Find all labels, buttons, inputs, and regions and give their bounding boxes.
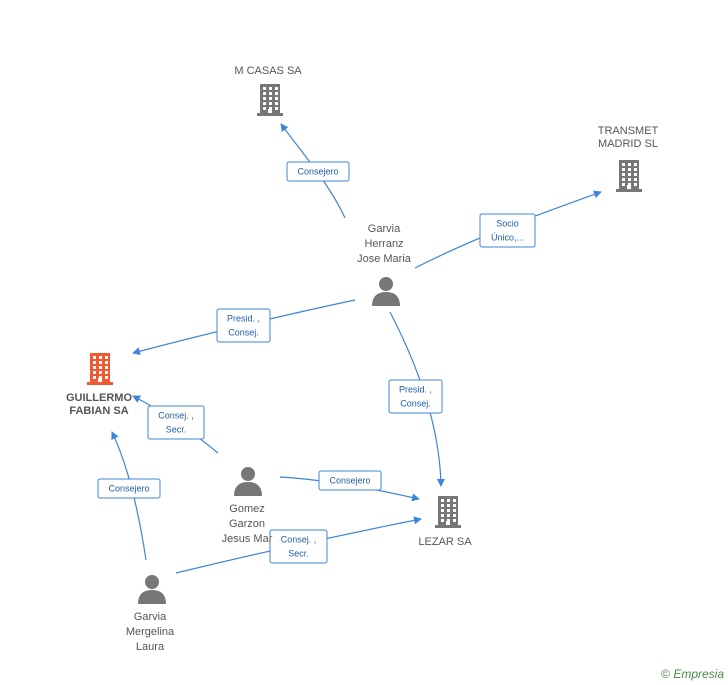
node-label: Herranz	[364, 238, 403, 250]
edge-garviaherranz-to-transmet[interactable]: SocioÚnico,...	[414, 190, 602, 269]
copyright-symbol: ©	[661, 667, 670, 681]
node-label: Garvia	[134, 611, 167, 623]
edge-label-text: Socio	[496, 219, 519, 229]
edge-label-box[interactable]	[269, 529, 328, 564]
person-icon	[372, 277, 400, 306]
edge-label-box[interactable]	[216, 308, 271, 343]
edge-label-text: Consejero	[297, 167, 338, 177]
edge-label-text: Secr.	[288, 549, 309, 559]
edge-label-text: Secr.	[166, 425, 187, 435]
building-icon	[616, 160, 642, 192]
node-label: Jesus Mar	[222, 533, 273, 545]
building-icon	[257, 84, 283, 116]
node-label: Mergelina	[126, 626, 175, 638]
node-label: Jose Maria	[357, 253, 412, 265]
node-label: Laura	[136, 641, 165, 653]
edge-label-text: Único,...	[491, 233, 524, 243]
edge-gomez-to-guillermo[interactable]: Consej. , Secr.	[132, 395, 219, 454]
edge-label-text: Consejero	[329, 476, 370, 486]
edge-label-text: Presid. ,	[399, 385, 432, 395]
edge-label-text: Consej. ,	[158, 411, 194, 421]
edge-label-box[interactable]	[318, 470, 382, 491]
edge-label-box[interactable]	[479, 213, 536, 248]
node-label: FABIAN SA	[69, 405, 128, 417]
edge-garviamergelina-to-guillermo[interactable]: Consejero	[97, 431, 161, 561]
edge-gomez-to-lezar[interactable]: Consejero	[279, 470, 420, 502]
building-icon	[435, 496, 461, 528]
node-label: Gomez	[229, 503, 264, 515]
edge-garviaherranz-to-mcasas[interactable]: Consejero	[280, 123, 350, 219]
brand-logo[interactable]: Empresia	[673, 667, 724, 681]
edge-label-text: Consej.	[228, 328, 259, 338]
person-icon	[138, 575, 166, 604]
edge-label-text: Consej.	[400, 399, 431, 409]
node-label: Garvia	[368, 223, 401, 235]
edge-label-text: Consej. ,	[281, 535, 317, 545]
node-label: LEZAR SA	[418, 536, 472, 548]
edge-label-box[interactable]	[97, 478, 161, 499]
edge-label-text: Consejero	[108, 484, 149, 494]
person-icon	[234, 467, 262, 496]
edge-label-box[interactable]	[388, 379, 443, 414]
edge-label-box[interactable]	[286, 161, 350, 182]
node-label: GUILLERMO	[66, 392, 132, 404]
building-icon	[87, 353, 113, 385]
edge-garviaherranz-to-lezar[interactable]: Presid. , Consej.	[388, 311, 445, 487]
footer-credit: © Empresia	[661, 667, 724, 681]
node-label: Garzon	[229, 518, 265, 530]
edge-label-text: Presid. ,	[227, 314, 260, 324]
node-label: TRANSMET	[598, 125, 659, 137]
node-mcasas[interactable]: M CASAS SA	[234, 65, 302, 116]
edge-garviamergelina-to-lezar[interactable]: Consej. , Secr.	[175, 516, 422, 574]
edge-garviaherranz-to-guillermo[interactable]: Presid. , Consej.	[132, 299, 356, 356]
node-label: MADRID SL	[598, 138, 658, 150]
edge-label-box[interactable]	[147, 405, 205, 440]
node-label: M CASAS SA	[234, 65, 302, 77]
node-lezar[interactable]: LEZAR SA	[418, 496, 472, 548]
